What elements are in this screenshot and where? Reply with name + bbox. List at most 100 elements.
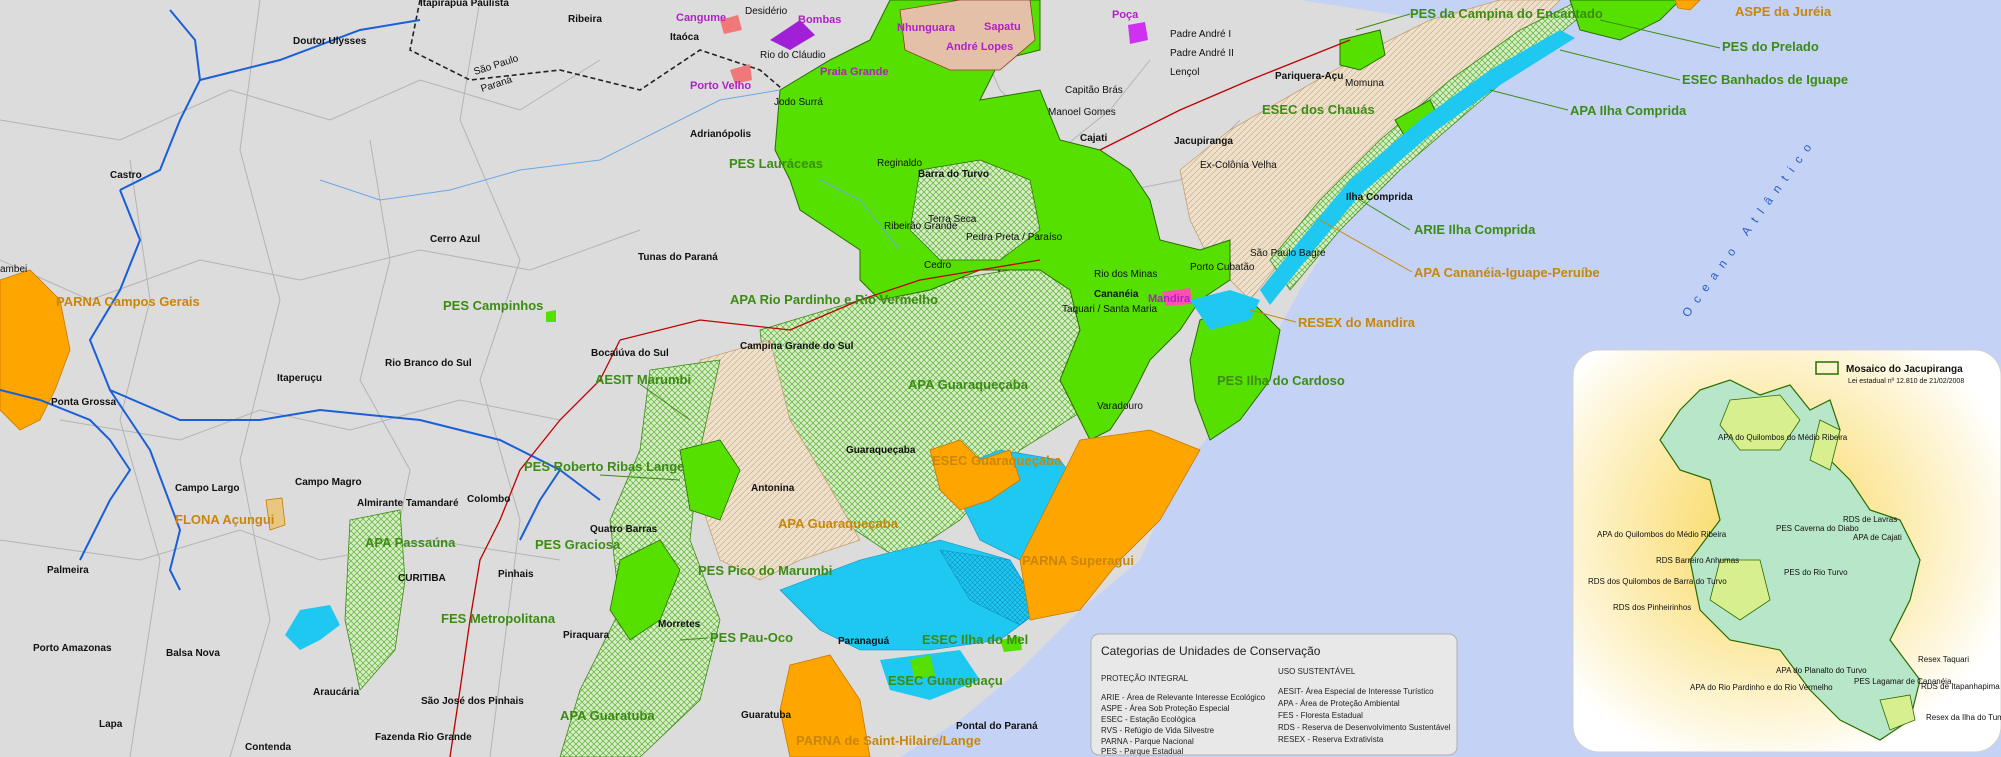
area-rds-patch: [909, 159, 1041, 261]
area-mandira: [1162, 288, 1192, 306]
area-pes-campina-encantado: [1339, 29, 1386, 71]
area-pes-prelado: [1569, 0, 1681, 41]
unit-label: PES Pico do Marumbi: [698, 563, 832, 578]
city-label: Porto Amazonas: [33, 643, 112, 654]
inset-label: Resex Taquari: [1918, 655, 1969, 664]
unit-label: ESEC Guaraqueçaba: [932, 453, 1062, 468]
area-esec-guaraguacu: [910, 655, 935, 680]
city-label: Cananéia: [1094, 289, 1139, 300]
city-label: Antonina: [751, 483, 795, 494]
inset-label: APA de Cajati: [1853, 533, 1902, 542]
city-label: Padre André I: [1170, 29, 1231, 40]
city-label: Cajati: [1080, 133, 1107, 144]
unit-label: Cangume: [676, 12, 726, 24]
inset-label: PES Lagamar de Cananéia: [1854, 677, 1952, 686]
unit-label: APA Ilha Comprida: [1570, 103, 1687, 118]
legend: Categorias de Unidades de Conservação PR…: [1090, 633, 1458, 756]
legend-sustainable-item: AESIT- Área Especial de Interesse Turíst…: [1278, 687, 1434, 696]
city-label: Jacupiranga: [1174, 136, 1233, 147]
city-labels: Itapirapuã Paulista Ribeira Desidério Do…: [0, 0, 1413, 753]
unit-label: Nhunguara: [897, 22, 956, 34]
legend-protection-item: PARNA - Parque Nacional: [1101, 737, 1194, 746]
inset-label: Resex da Ilha do Tumba: [1926, 713, 2001, 722]
city-label: Tunas do Paraná: [638, 252, 718, 263]
inset-subtitle: Lei estadual nº 12.810 de 21/02/2008: [1848, 378, 1964, 385]
area-parna-saint-hilaire: [779, 654, 871, 757]
city-label: Padre André II: [1170, 48, 1234, 59]
legend-sustainable-item: APA - Área de Proteção Ambiental: [1278, 699, 1400, 708]
city-label: Desidério: [745, 6, 788, 17]
city-label: Palmeira: [47, 565, 89, 576]
city-label: Bocaiúva do Sul: [591, 348, 669, 359]
city-label: Cerro Azul: [430, 234, 480, 245]
area-pes-ilha-cardoso: [1189, 299, 1281, 441]
city-label: Almirante Tamandaré: [357, 498, 459, 509]
city-label: Pinhais: [498, 569, 534, 580]
area-cangume: [720, 15, 742, 34]
city-label: Araucária: [313, 687, 360, 698]
unit-label: PARNA de Saint-Hilaire/Lange: [796, 733, 981, 748]
area-aspe-jureia: [1674, 0, 1701, 11]
city-label: Ex-Colônia Velha: [1200, 160, 1277, 171]
city-label: Taquari / Santa Maria: [1062, 304, 1157, 315]
city-label: Colombo: [467, 494, 510, 505]
unit-label: APA Passaúna: [365, 535, 456, 550]
unit-label: PES Roberto Ribas Lange: [524, 459, 684, 474]
city-label: Capitão Brás: [1065, 85, 1123, 96]
city-label: Itaóca: [670, 32, 699, 43]
city-label: Pariquera-Açu: [1275, 71, 1343, 82]
area-bombas: [770, 20, 815, 50]
city-label: Fazenda Rio Grande: [375, 732, 472, 743]
inset-apa-patch: [1809, 419, 1841, 471]
city-label: Reginaldo: [877, 158, 922, 169]
city-label: Itaperuçu: [277, 373, 322, 384]
unit-label: PES Lauráceas: [729, 156, 823, 171]
unit-label: PES Graciosa: [535, 537, 621, 552]
city-label: Cedro: [924, 260, 952, 271]
legend-box: [1090, 633, 1458, 756]
city-label: Balsa Nova: [166, 648, 220, 659]
unit-label: APA Guaraqueçaba: [778, 516, 899, 531]
city-label: Itapirapuã Paulista: [420, 0, 509, 9]
unit-label: ESEC Guaraguaçu: [888, 673, 1003, 688]
inset-label: APA do Rio Pardinho e do Rio Vermelho: [1690, 683, 1833, 692]
unit-label: Praia Grande: [820, 66, 888, 78]
unit-label: Mandira: [1148, 293, 1191, 305]
unit-label: PARNA Superagui: [1022, 553, 1134, 568]
city-label: Rio dos Minas: [1094, 269, 1157, 280]
unit-label: APA Rio Pardinho e Rio Vermelho: [730, 292, 938, 307]
inset-label: APA do Quilombos do Médio Ribeira: [1597, 530, 1727, 539]
area-parna-campos-gerais: [0, 269, 71, 431]
area-pes-pico-marumbi: [609, 539, 681, 641]
inset-mosaic-shape: [1659, 379, 1921, 741]
city-label: Barra do Turvo: [918, 169, 989, 180]
unit-label: AESIT Marumbi: [595, 372, 691, 387]
legend-protection-heading: PROTEÇÃO INTEGRAL: [1101, 674, 1189, 683]
legend-title: Categorias de Unidades de Conservação: [1101, 644, 1321, 658]
city-label: Lençol: [1170, 67, 1199, 78]
unit-label: PES da Campina do Encantado: [1410, 6, 1603, 21]
unit-label: Porto Velho: [690, 80, 751, 92]
city-label: Manoel Gomes: [1048, 107, 1116, 118]
inset-title: Mosaico do Jacupiranga: [1846, 364, 1963, 375]
area-poca: [1128, 22, 1148, 44]
city-label: Pedra Preta / Paraíso: [966, 232, 1063, 243]
highways: [449, 39, 1351, 757]
area-pes-roberto-ribas: [679, 439, 741, 521]
city-label: CURITIBA: [398, 573, 446, 584]
city-label: Campo Magro: [295, 477, 362, 488]
city-label: Campina Grande do Sul: [740, 341, 854, 352]
city-label: Ponta Grossa: [51, 397, 116, 408]
legend-sustainable-item: RESEX - Reserva Extrativista: [1278, 735, 1384, 744]
area-apa-passauna: [344, 509, 406, 691]
area-coast-channel: [1260, 30, 1575, 305]
inset-label: RDS dos Quilombos de Barra do Turvo: [1588, 577, 1727, 586]
city-label: Morretes: [658, 619, 701, 630]
unit-labels-green: PES da Campina do Encantado PES do Prela…: [365, 6, 1848, 723]
city-label: Ribeira: [568, 14, 602, 25]
unit-label: APA Guaraqueçaba: [908, 377, 1029, 392]
unit-label: Sapatu: [984, 21, 1021, 33]
unit-label: APA Cananéia-Iguape-Peruíbe: [1414, 265, 1600, 280]
city-label: Pontal do Paraná: [956, 721, 1038, 732]
